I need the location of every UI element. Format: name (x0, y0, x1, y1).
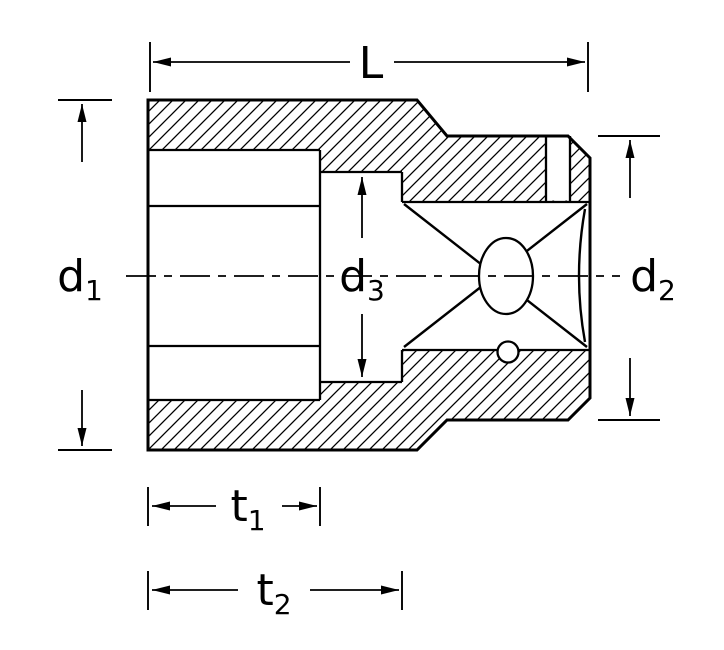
socket-outline (146, 98, 592, 452)
dimension-label-L: L (359, 38, 384, 89)
dimension-label-d3: d3 (339, 251, 385, 307)
detent-ball (496, 340, 520, 364)
dimension-label-d1: d1 (57, 251, 103, 307)
dimension-label-d2: d2 (630, 251, 676, 307)
hatch-bottom-wall (148, 350, 590, 450)
cross-hole-void (546, 137, 570, 201)
dimension-label-t1: t1 (230, 481, 265, 537)
dimension-label-t2: t2 (256, 565, 291, 621)
hatch-top-wall (148, 100, 590, 202)
